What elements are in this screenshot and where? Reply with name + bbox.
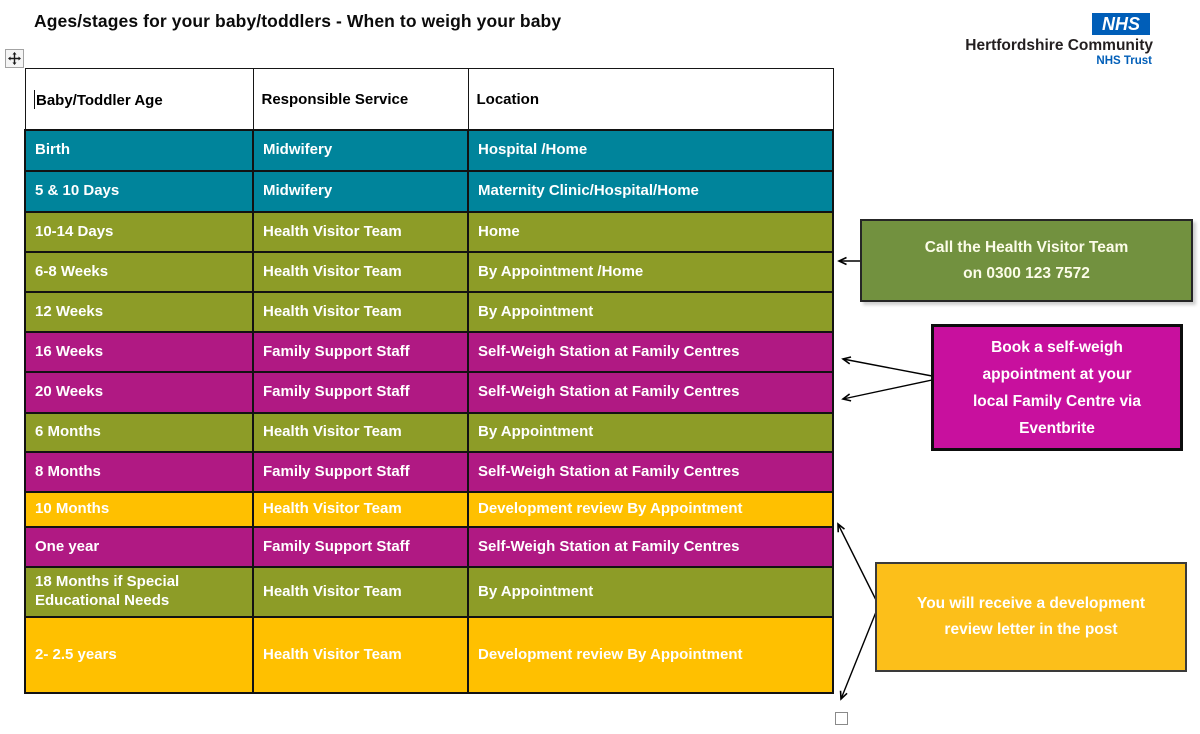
page-title[interactable]: Ages/stages for your baby/toddlers - Whe… [34,11,562,31]
cell-age[interactable]: 8 Months [24,451,254,493]
cell-service[interactable]: Family Support Staff [252,371,469,414]
cell-service[interactable]: Midwifery [252,129,469,172]
cell-location[interactable]: Maternity Clinic/Hospital/Home [467,170,834,213]
cell-age[interactable]: 12 Weeks [24,291,254,333]
header-row: Baby/Toddler Age Responsible Service Loc… [24,68,834,131]
cell-age[interactable]: 6-8 Weeks [24,251,254,293]
cell-age[interactable]: Birth [24,129,254,172]
cell-location[interactable]: By Appointment [467,412,834,453]
col-header-age-label: Baby/Toddler Age [36,91,163,109]
callout-line: on 0300 123 7572 [963,264,1090,282]
col-header-location[interactable]: Location [467,68,834,131]
cell-service[interactable]: Health Visitor Team [252,291,469,333]
callout-line: Call the Health Visitor Team [924,238,1129,256]
cell-location[interactable]: By Appointment [467,566,834,618]
cell-location[interactable]: Home [467,211,834,253]
arrow-self-weigh-20w [841,379,933,402]
ages-stages-table: Baby/Toddler Age Responsible Service Loc… [24,68,834,694]
arrow-review-2y [839,611,877,701]
cell-location[interactable]: By Appointment [467,291,834,333]
cell-age[interactable]: 18 Months if Special Educational Needs [24,566,254,618]
cell-location[interactable]: By Appointment /Home [467,251,834,293]
cell-age[interactable]: 16 Weeks [24,331,254,373]
arrow-review-10m [837,522,877,601]
table-resize-handle[interactable] [835,712,848,725]
cell-age[interactable]: 10-14 Days [24,211,254,253]
cell-service[interactable]: Health Visitor Team [252,616,469,694]
callout-development-review[interactable]: You will receive a development review le… [875,562,1187,672]
cell-age[interactable]: 10 Months [24,491,254,528]
cell-service[interactable]: Health Visitor Team [252,566,469,618]
cell-service[interactable]: Family Support Staff [252,526,469,568]
callout-line: local Family Centre via [973,392,1141,410]
callout-self-weigh-booking[interactable]: Book a self-weigh appointment at your lo… [931,324,1183,451]
cell-location[interactable]: Self-Weigh Station at Family Centres [467,526,834,568]
nhs-trust-label: NHS Trust [1096,55,1152,67]
callout-line: You will receive a development [917,595,1145,612]
cell-service[interactable]: Family Support Staff [252,451,469,493]
cell-location[interactable]: Self-Weigh Station at Family Centres [467,451,834,493]
col-header-service[interactable]: Responsible Service [252,68,469,131]
callout-line: Book a self-weigh [991,338,1123,356]
callout-health-visitor[interactable]: Call the Health Visitor Team on 0300 123… [860,219,1193,302]
nhs-logo-text: NHS [1101,14,1140,34]
nhs-org-name: Hertfordshire Community [965,37,1153,54]
cell-service[interactable]: Health Visitor Team [252,491,469,528]
text-caret [33,89,35,109]
callout-line: appointment at your [982,365,1132,383]
col-header-age[interactable]: Baby/Toddler Age [24,68,254,131]
arrow-self-weigh-16w [841,356,933,377]
callout-line: review letter in the post [944,621,1118,638]
cell-age[interactable]: One year [24,526,254,568]
cell-service[interactable]: Health Visitor Team [252,412,469,453]
cell-service[interactable]: Health Visitor Team [252,211,469,253]
cell-age[interactable]: 5 & 10 Days [24,170,254,213]
move-cross-icon [8,52,21,65]
cell-age[interactable]: 6 Months [24,412,254,453]
cell-age[interactable]: 20 Weeks [24,371,254,414]
cell-location[interactable]: Hospital /Home [467,129,834,172]
cell-service[interactable]: Midwifery [252,170,469,213]
cell-location[interactable]: Development review By Appointment [467,491,834,528]
table-move-handle[interactable] [5,49,24,68]
cell-service[interactable]: Health Visitor Team [252,251,469,293]
cell-location[interactable]: Development review By Appointment [467,616,834,694]
cell-service[interactable]: Family Support Staff [252,331,469,373]
cell-age[interactable]: 2- 2.5 years [24,616,254,694]
cell-location[interactable]: Self-Weigh Station at Family Centres [467,331,834,373]
cell-location[interactable]: Self-Weigh Station at Family Centres [467,371,834,414]
callout-line: Eventbrite [1019,419,1095,437]
nhs-logo-box: NHS [1092,13,1150,35]
